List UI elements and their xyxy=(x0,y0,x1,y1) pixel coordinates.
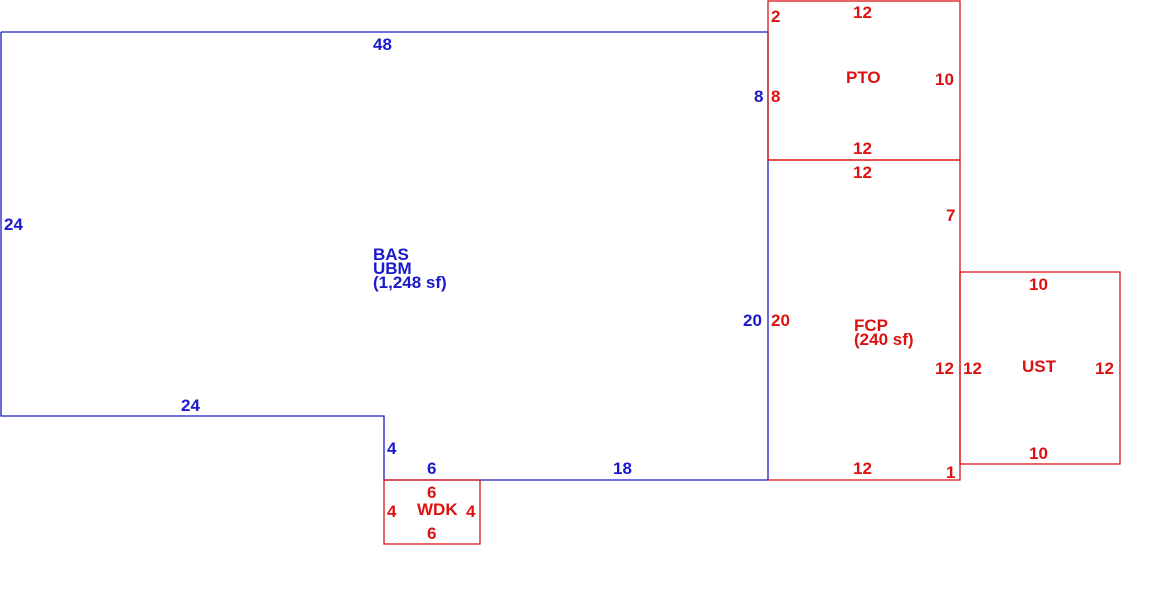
main-area-code-1: BAS xyxy=(373,245,409,264)
pto-code: PTO xyxy=(846,68,881,87)
main-area-size: (1,248 sf) xyxy=(373,273,447,292)
main-dim-bottom-right: 18 xyxy=(613,459,632,478)
main-dim-right: 20 xyxy=(743,311,762,330)
ust-outline xyxy=(959,271,1121,465)
main-dim-bottom-left: 24 xyxy=(181,396,200,415)
main-dim-bottom-mid: 6 xyxy=(427,459,436,478)
fcp-dim-corner: 1 xyxy=(946,463,955,482)
pto-dim-bottom: 12 xyxy=(853,139,872,158)
pto-dim-right: 10 xyxy=(935,70,954,89)
wdk-dim-right: 4 xyxy=(466,502,476,521)
wdk-outline xyxy=(383,479,481,545)
wdk-dim-left: 4 xyxy=(387,502,397,521)
ust-dim-bottom: 10 xyxy=(1029,444,1048,463)
fcp-area-size: (240 sf) xyxy=(854,330,914,349)
fcp-dim-right-lower: 12 xyxy=(935,359,954,378)
wdk-code: WDK xyxy=(417,500,458,519)
fcp-code: FCP xyxy=(854,316,888,335)
pto-dim-corner: 2 xyxy=(771,7,780,26)
ust-dim-left: 12 xyxy=(963,359,982,378)
main-dim-step: 4 xyxy=(387,439,397,458)
wdk-dim-top: 6 xyxy=(427,483,436,502)
ust-code: UST xyxy=(1022,357,1057,376)
fcp-dim-right-upper: 7 xyxy=(946,206,955,225)
fcp-dim-bottom: 12 xyxy=(853,459,872,478)
fcp-dim-left: 20 xyxy=(771,311,790,330)
main-dim-right-upper: 8 xyxy=(754,87,763,106)
main-dim-top: 48 xyxy=(373,35,392,54)
pto-dim-top: 12 xyxy=(853,3,872,22)
ust-dim-right: 12 xyxy=(1095,359,1114,378)
main-dim-left: 24 xyxy=(4,215,23,234)
main-area-code-2: UBM xyxy=(373,259,412,278)
wdk-dim-bottom: 6 xyxy=(427,524,436,543)
pto-dim-left: 8 xyxy=(771,87,780,106)
fcp-dim-top: 12 xyxy=(853,163,872,182)
ust-dim-top: 10 xyxy=(1029,275,1048,294)
